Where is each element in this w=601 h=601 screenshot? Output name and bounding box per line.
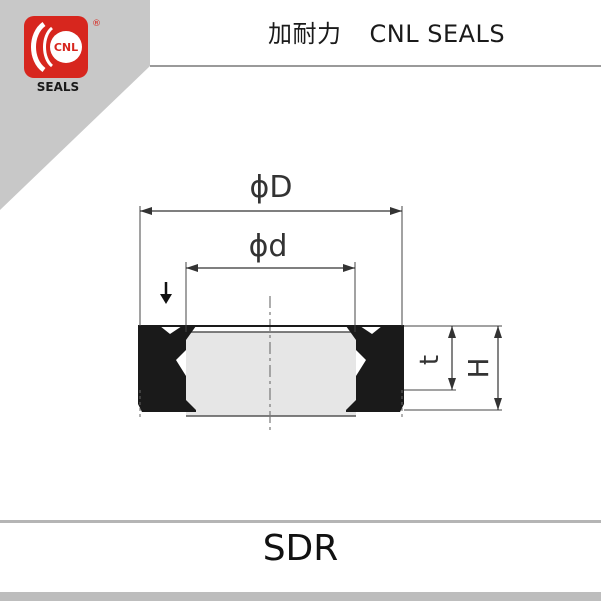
inner-diameter-label: ϕd: [249, 229, 288, 264]
cnl-seals-logo: CNL ® SEALS: [24, 16, 101, 94]
company-chinese-name: 加耐力: [268, 20, 342, 48]
thickness-label: t: [415, 355, 445, 365]
left-seal-profile: [138, 326, 196, 412]
bottom-bar: [0, 592, 601, 601]
bore-area: [186, 332, 356, 416]
right-seal-profile: [346, 326, 404, 412]
footer-divider: [0, 520, 601, 523]
company-header: 加耐力 CNL SEALS: [268, 14, 505, 49]
logo-registered-mark: ®: [92, 19, 101, 29]
company-english-name: CNL SEALS: [369, 20, 506, 48]
logo-mark-text: CNL: [54, 41, 78, 54]
logo-word-text: SEALS: [37, 80, 79, 94]
header-divider: [150, 65, 601, 67]
height-label: H: [462, 357, 495, 378]
down-arrow-icon: [160, 282, 172, 304]
outer-diameter-label: ϕD: [250, 170, 293, 205]
logo-swoosh-icon: [31, 21, 46, 73]
model-name: SDR: [262, 528, 339, 569]
